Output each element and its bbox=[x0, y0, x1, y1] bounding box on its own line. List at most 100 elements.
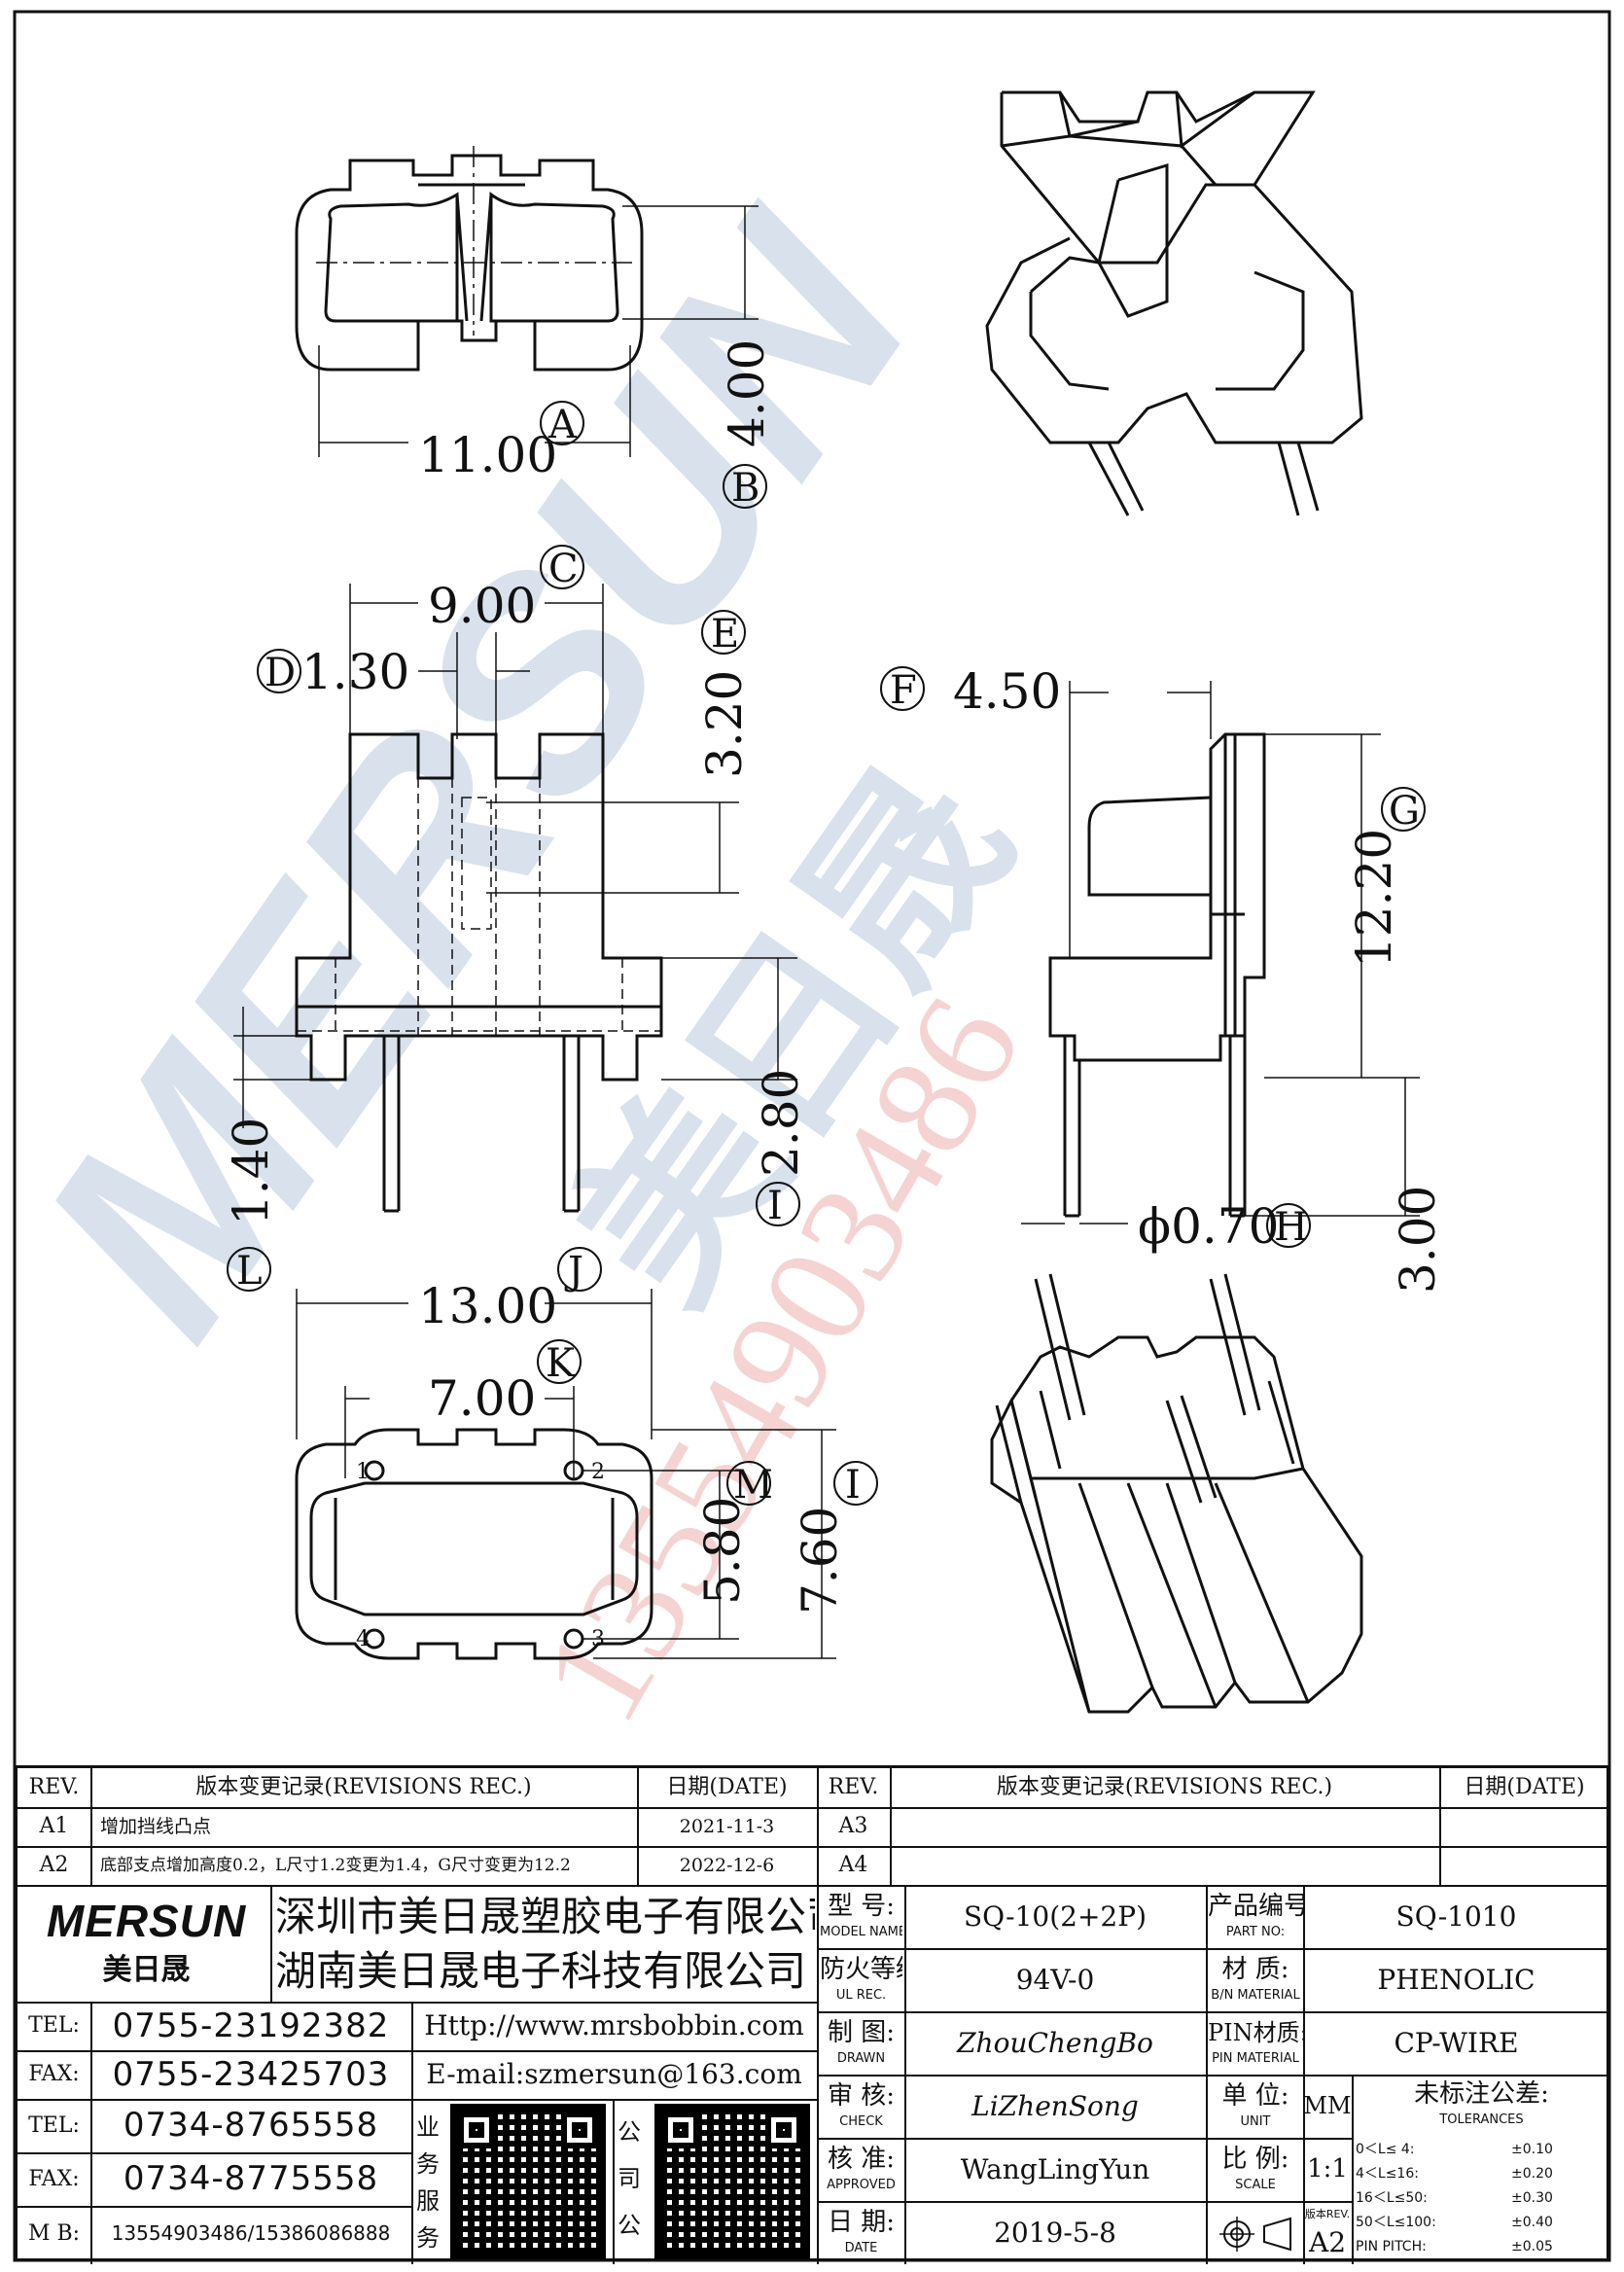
rev-a2-date: 2022-12-6 bbox=[679, 1855, 775, 1876]
dim-g: 12.20 bbox=[1346, 829, 1402, 968]
tag-n: I bbox=[845, 1463, 861, 1508]
rev-a1: A1 bbox=[39, 1814, 69, 1838]
tag-h: H bbox=[1274, 1205, 1308, 1250]
fax-1: 0755-23425703 bbox=[112, 2055, 390, 2094]
email-link[interactable]: E-mail:szmersun@163.com bbox=[426, 2058, 802, 2090]
tag-g: G bbox=[1389, 789, 1420, 834]
tag-j: J bbox=[564, 1249, 583, 1294]
rev-date-header-right: 日期(DATE) bbox=[1464, 1775, 1585, 1799]
check-value: LiZhenSong bbox=[971, 2090, 1139, 2122]
tolerance-row: PIN PITCH:±0.05 bbox=[1356, 2239, 1553, 2254]
dim-e: 3.20 bbox=[696, 670, 753, 778]
fax-2: 0734-8775558 bbox=[123, 2159, 379, 2198]
tag-i: I bbox=[767, 1184, 783, 1228]
bottom-view bbox=[295, 1428, 653, 1660]
top-view-dims bbox=[318, 205, 759, 457]
pin-number-1: 1 bbox=[356, 1460, 370, 1484]
approved-label: 核 准:APPROVED bbox=[827, 2145, 896, 2192]
dim-i: 2.80 bbox=[753, 1069, 809, 1177]
tolerance-row: 50＜L≤100:±0.40 bbox=[1356, 2215, 1553, 2230]
date-value: 2019-5-8 bbox=[994, 2217, 1116, 2249]
qr-code-wechat bbox=[450, 2104, 606, 2259]
tag-m: M bbox=[733, 1463, 773, 1508]
side-view bbox=[1048, 732, 1266, 1218]
iso-view-bottom bbox=[990, 1273, 1363, 1714]
tolerance-row: 0＜L≤ 4:±0.10 bbox=[1356, 2142, 1553, 2157]
tel-1: 0755-23192382 bbox=[112, 2006, 390, 2045]
approved-value: WangLingYun bbox=[960, 2153, 1150, 2185]
version-label: 版本REV. bbox=[1304, 2208, 1351, 2220]
rev-header-left: REV. bbox=[28, 1775, 80, 1799]
rev-a3: A3 bbox=[838, 1814, 868, 1838]
tag-c: C bbox=[548, 547, 579, 591]
version-value: A2 bbox=[1308, 2226, 1347, 2258]
check-label: 审 核:CHECK bbox=[827, 2081, 896, 2129]
pin-number-2: 2 bbox=[591, 1460, 605, 1484]
model-value: SQ-10(2+2P) bbox=[963, 1900, 1147, 1933]
rev-header-right: REV. bbox=[828, 1775, 879, 1799]
projection-symbol-icon bbox=[1208, 2203, 1303, 2264]
company-name-1: 深圳市美日晟塑胶电子有限公司 bbox=[275, 1893, 815, 1940]
dimension-labels: 11.00 A 4.00 B 9.00 C D 1.30 E 3.20 F 4.… bbox=[223, 339, 1446, 1651]
tel-2: 0734-8765558 bbox=[123, 2106, 379, 2145]
scale-label: 比 例:SCALE bbox=[1221, 2145, 1289, 2192]
pin-material-label: PIN材质:PIN MATERIAL bbox=[1208, 2019, 1303, 2066]
ul-value: 94V-0 bbox=[1015, 1964, 1095, 1996]
tag-d: D bbox=[265, 651, 296, 695]
dim-k: 7.00 bbox=[428, 1370, 536, 1427]
rev-rec-header-left: 版本变更记录(REVISIONS REC.) bbox=[195, 1775, 532, 1799]
scale-value: 1:1 bbox=[1307, 2154, 1348, 2183]
fax-label-2: FAX: bbox=[28, 2167, 80, 2191]
iso-view-top bbox=[985, 90, 1363, 516]
material-label: 材 质:B/N MATERIAL bbox=[1211, 1955, 1300, 2003]
tolerance-sub: TOLERANCES bbox=[1439, 2113, 1524, 2127]
model-label: 型 号:MODEL NAME bbox=[820, 1892, 902, 1939]
website-link[interactable]: Http://www.mrsbobbin.com bbox=[424, 2009, 804, 2041]
unit-value: MM bbox=[1303, 2092, 1352, 2119]
tel-label-1: TEL: bbox=[28, 2013, 80, 2038]
tolerance-label: 未标注公差: bbox=[1414, 2079, 1549, 2109]
dim-h: ϕ0.70 bbox=[1138, 1198, 1279, 1255]
tolerance-row: 16＜L≤50:±0.30 bbox=[1356, 2190, 1553, 2206]
dim-c: 9.00 bbox=[428, 578, 536, 634]
tolerance-table: 0＜L≤ 4:±0.10 4＜L≤16:±0.20 16＜L≤50:±0.30 … bbox=[1356, 2138, 1608, 2262]
pin-number-4: 4 bbox=[356, 1627, 370, 1651]
tag-l: L bbox=[236, 1249, 263, 1294]
tag-a: A bbox=[547, 403, 578, 447]
material-value: PHENOLIC bbox=[1377, 1964, 1536, 1996]
top-view bbox=[295, 146, 644, 372]
drawn-value: ZhouChengBo bbox=[957, 2027, 1153, 2059]
drawn-label: 制 图:DRAWN bbox=[827, 2018, 896, 2066]
company-logo: MERSUN bbox=[46, 1896, 247, 1946]
dim-n: 7.60 bbox=[792, 1507, 848, 1615]
tolerance-row: 4＜L≤16:±0.20 bbox=[1356, 2166, 1553, 2182]
tag-b: B bbox=[731, 466, 759, 511]
qr-official-label: 公司公众号 bbox=[618, 2118, 641, 2239]
company-name-2: 湖南美日晟电子科技有限公司 bbox=[275, 1947, 807, 1995]
unit-label: 单 位:UNIT bbox=[1221, 2081, 1289, 2129]
rev-rec-header-right: 版本变更记录(REVISIONS REC.) bbox=[996, 1775, 1333, 1799]
rev-a1-rec: 增加挡线凸点 bbox=[100, 1816, 212, 1837]
dim-f: 4.50 bbox=[953, 663, 1061, 720]
mobile-label: M B: bbox=[27, 2221, 81, 2246]
dim-m: 5.80 bbox=[694, 1497, 751, 1605]
rev-a4: A4 bbox=[838, 1853, 868, 1877]
side-view-dims bbox=[1021, 681, 1420, 1225]
dim-a: 11.00 bbox=[418, 427, 557, 483]
rev-a2: A2 bbox=[39, 1853, 69, 1877]
qr-wechat-label: 业务服务微信 bbox=[416, 2113, 440, 2252]
fax-label-1: FAX: bbox=[28, 2062, 80, 2086]
title-block: REV. 版本变更记录(REVISIONS REC.) 日期(DATE) A1 … bbox=[15, 1765, 1609, 2264]
ul-label: 防火等级:UL REC. bbox=[820, 1955, 902, 2003]
dim-d: 1.30 bbox=[301, 644, 409, 700]
tag-k: K bbox=[546, 1341, 576, 1386]
mobile: 13554903486/15386086888 bbox=[111, 2221, 391, 2245]
company-logo-cn: 美日晟 bbox=[102, 1953, 191, 1987]
watermark: MERSUN 美日晟 13554903486 bbox=[0, 158, 1053, 1747]
rev-a2-rec: 底部支点增加高度0.2，L尺寸1.2变更为1.4，G尺寸变更为12.2 bbox=[100, 1856, 571, 1875]
part-label: 产品编号:PART NO: bbox=[1208, 1892, 1303, 1939]
bottom-view-dims bbox=[296, 1289, 836, 1659]
dim-side: 3.00 bbox=[1390, 1186, 1446, 1294]
tag-e: E bbox=[711, 612, 739, 657]
